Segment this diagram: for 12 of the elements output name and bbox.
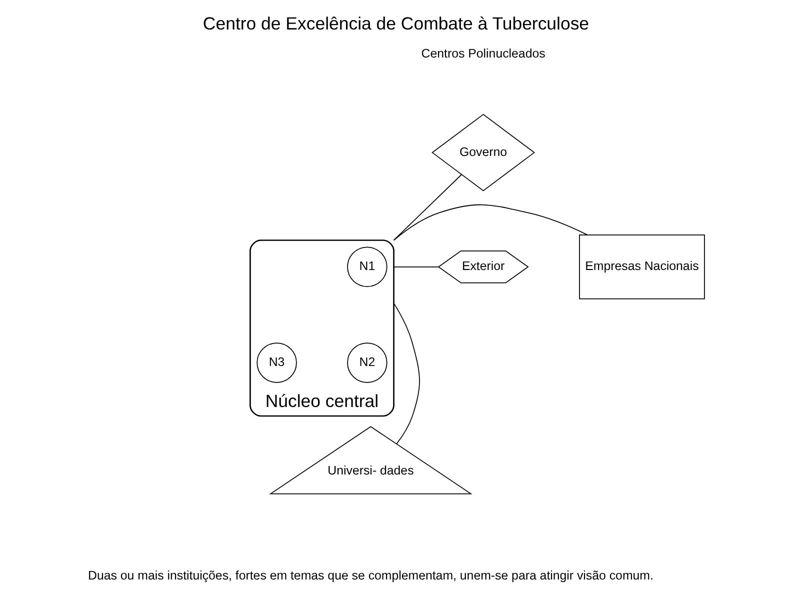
node-circle: N2 xyxy=(346,342,387,383)
label: Centros Polinucleados xyxy=(420,46,545,60)
connector xyxy=(392,204,588,241)
connector xyxy=(392,266,438,268)
node-diamond: Governo xyxy=(431,114,535,192)
connector xyxy=(392,174,462,241)
diagram-title: Centro de Excelência de Combate à Tuberculose xyxy=(202,13,589,34)
node-box: Empresas Nacionais xyxy=(578,234,704,300)
connector xyxy=(392,302,420,444)
node-circle: N1 xyxy=(346,246,387,288)
caption: Duas ou mais instituições, fortes em temas que se complementam, unem-se para atingir visão comum. xyxy=(88,568,653,583)
node-circle: N3 xyxy=(256,342,296,383)
